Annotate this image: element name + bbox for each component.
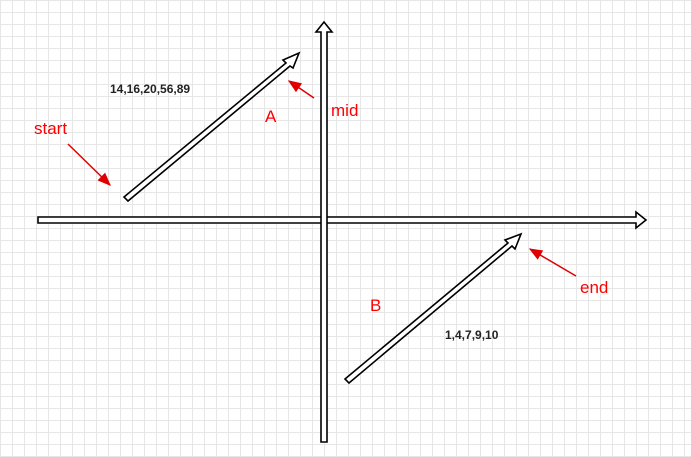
mid-pointer-arrow — [287, 80, 315, 99]
lower-sequence-label: 1,4,7,9,10 — [445, 328, 499, 342]
segment-b-label: B — [370, 296, 381, 315]
horizontal-axis-arrow — [37, 210, 648, 230]
mid-label: mid — [331, 101, 358, 120]
segment-b-arrow — [343, 232, 523, 385]
vertical-axis-arrow — [314, 20, 334, 443]
end-label: end — [580, 278, 608, 297]
start-label: start — [34, 119, 67, 138]
segment-a-label: A — [265, 107, 277, 126]
segment-a-arrow — [122, 51, 301, 203]
upper-sequence-label: 14,16,20,56,89 — [110, 82, 190, 96]
start-pointer-arrow — [67, 143, 111, 186]
end-pointer-arrow — [528, 248, 577, 277]
